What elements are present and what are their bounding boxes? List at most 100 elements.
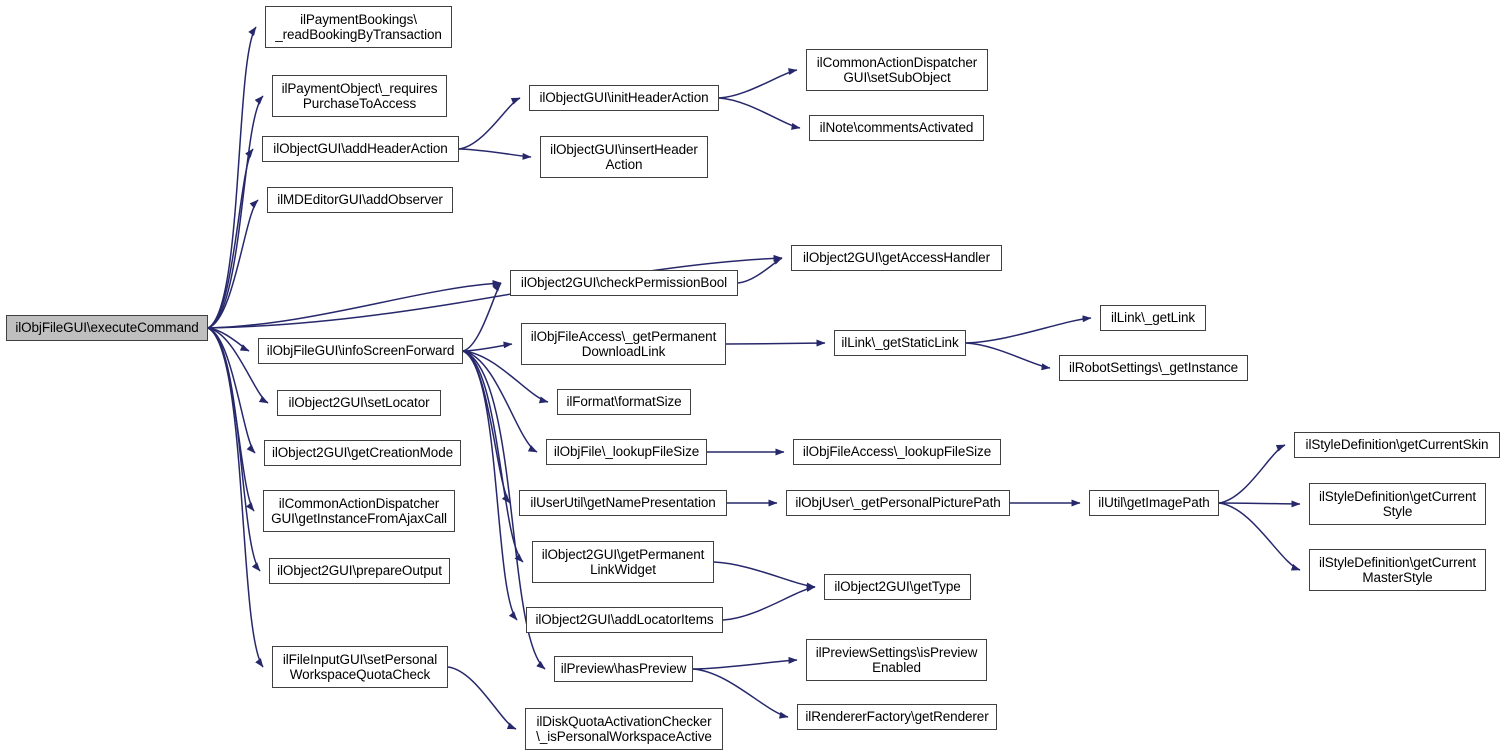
graph-node-label: ilObject2GUI\checkPermissionBool xyxy=(520,275,728,291)
graph-node-getInstanceRobot[interactable]: ilRobotSettings\_getInstance xyxy=(1059,355,1248,381)
graph-node-label: ilDiskQuotaActivationChecker \_isPersona… xyxy=(536,713,712,744)
graph-node-getAccessHandler[interactable]: ilObject2GUI\getAccessHandler xyxy=(791,245,1002,271)
graph-node-label: ilFileInputGUI\setPersonal WorkspaceQuot… xyxy=(282,651,438,682)
graph-node-setSubObject[interactable]: ilCommonActionDispatcher GUI\setSubObjec… xyxy=(806,49,988,91)
graph-edge-hasPreview-to-getRenderer xyxy=(692,668,789,719)
graph-node-setLocator[interactable]: ilObject2GUI\setLocator xyxy=(277,390,441,416)
graph-node-label: ilObject2GUI\getPermanent LinkWidget xyxy=(541,546,705,577)
graph-edge-executeCommand-to-setPersonalWorkspaceQuota xyxy=(207,327,264,668)
graph-node-label: ilObjUser\_getPersonalPicturePath xyxy=(795,495,1001,511)
graph-node-getStaticLink[interactable]: ilLink\_getStaticLink xyxy=(834,330,966,356)
graph-node-isPreviewEnabled[interactable]: ilPreviewSettings\isPreview Enabled xyxy=(806,639,987,681)
graph-edge-addLocatorItems-to-getType xyxy=(722,584,816,621)
graph-node-lookupFileSize[interactable]: ilObjFile\_lookupFileSize xyxy=(546,439,707,465)
graph-node-label: ilFormat\formatSize xyxy=(566,394,682,410)
graph-edge-setPersonalWorkspaceQuota-to-isPersonalWorkspaceActive xyxy=(447,666,517,730)
graph-node-insertHeaderAction[interactable]: ilObjectGUI\insertHeader Action xyxy=(540,136,708,178)
graph-edge-infoScreenForward-to-lookupFileSize xyxy=(462,350,538,453)
graph-node-label: ilObject2GUI\setLocator xyxy=(288,395,430,411)
graph-node-getLink[interactable]: ilLink\_getLink xyxy=(1100,305,1206,331)
graph-edge-getImagePath-to-getCurrentSkin xyxy=(1218,444,1286,504)
graph-node-addObserver[interactable]: ilMDEditorGUI\addObserver xyxy=(267,187,453,213)
graph-node-label: ilObject2GUI\getAccessHandler xyxy=(803,250,990,266)
graph-node-getCurrentStyle[interactable]: ilStyleDefinition\getCurrent Style xyxy=(1309,483,1486,525)
graph-node-label: ilCommonActionDispatcher GUI\setSubObjec… xyxy=(816,54,978,85)
graph-node-accessLookupFileSize[interactable]: ilObjFileAccess\_lookupFileSize xyxy=(793,439,1001,465)
graph-node-label: ilObjFileAccess\_getPermanent DownloadLi… xyxy=(530,328,717,359)
graph-node-addLocatorItems[interactable]: ilObject2GUI\addLocatorItems xyxy=(526,607,723,633)
graph-node-getType[interactable]: ilObject2GUI\getType xyxy=(824,574,971,600)
graph-edge-getImagePath-to-getCurrentStyle xyxy=(1218,500,1301,508)
graph-edge-executeCommand-to-getInstanceFromAjaxCall xyxy=(207,327,255,512)
graph-node-getPersonalPicturePath[interactable]: ilObjUser\_getPersonalPicturePath xyxy=(786,490,1010,516)
graph-node-getNamePresentation[interactable]: ilUserUtil\getNamePresentation xyxy=(519,490,727,516)
graph-edge-executeCommand-to-checkPermissionBool xyxy=(207,279,502,329)
graph-edge-infoScreenForward-to-getPermanentDownloadLink xyxy=(462,341,513,352)
graph-node-label: ilNote\commentsActivated xyxy=(819,120,974,136)
graph-node-hasPreview[interactable]: ilPreview\hasPreview xyxy=(554,656,693,682)
graph-node-prepareOutput[interactable]: ilObject2GUI\prepareOutput xyxy=(269,558,450,584)
graph-node-getCurrentSkin[interactable]: ilStyleDefinition\getCurrentSkin xyxy=(1294,432,1500,458)
graph-edge-executeCommand-to-addObserver xyxy=(207,199,259,329)
graph-node-label: ilLink\_getStaticLink xyxy=(841,335,959,351)
graph-node-label: ilObjectGUI\insertHeader Action xyxy=(550,141,698,172)
graph-edge-initHeaderAction-to-setSubObject xyxy=(718,68,798,99)
graph-edge-executeCommand-to-readBookingByTransaction xyxy=(207,26,257,329)
graph-node-label: ilRendererFactory\getRenderer xyxy=(805,709,989,725)
graph-node-executeCommand[interactable]: ilObjFileGUI\executeCommand xyxy=(6,315,208,341)
graph-edge-addHeaderAction-to-initHeaderAction xyxy=(458,97,521,150)
graph-edge-infoScreenForward-to-addLocatorItems xyxy=(462,350,518,621)
graph-edge-getPermanentDownloadLink-to-getStaticLink xyxy=(725,339,826,347)
graph-node-label: ilRobotSettings\_getInstance xyxy=(1068,360,1239,376)
graph-edge-executeCommand-to-addHeaderAction xyxy=(207,148,254,329)
graph-edge-infoScreenForward-to-checkPermissionBool xyxy=(462,282,502,352)
graph-node-requiresPurchaseToAccess[interactable]: ilPaymentObject\_requires PurchaseToAcce… xyxy=(272,75,447,117)
graph-edge-infoScreenForward-to-formatSize xyxy=(462,350,549,404)
graph-node-label: ilPreviewSettings\isPreview Enabled xyxy=(815,644,978,675)
graph-node-getPermanentLinkWidget[interactable]: ilObject2GUI\getPermanent LinkWidget xyxy=(532,541,714,583)
graph-node-infoScreenForward[interactable]: ilObjFileGUI\infoScreenForward xyxy=(258,338,463,364)
graph-node-getPermanentDownloadLink[interactable]: ilObjFileAccess\_getPermanent DownloadLi… xyxy=(521,323,726,365)
graph-node-getInstanceFromAjaxCall[interactable]: ilCommonActionDispatcher GUI\getInstance… xyxy=(263,490,455,532)
graph-node-readBookingByTransaction[interactable]: ilPaymentBookings\ _readBookingByTransac… xyxy=(265,6,452,48)
graph-node-commentsActivated[interactable]: ilNote\commentsActivated xyxy=(809,115,984,141)
graph-edge-initHeaderAction-to-commentsActivated xyxy=(718,97,801,130)
graph-node-label: ilUserUtil\getNamePresentation xyxy=(530,495,716,511)
graph-node-label: ilObjFileGUI\executeCommand xyxy=(15,320,199,336)
graph-node-isPersonalWorkspaceActive[interactable]: ilDiskQuotaActivationChecker \_isPersona… xyxy=(525,708,723,750)
graph-edge-addHeaderAction-to-insertHeaderAction xyxy=(458,148,532,160)
graph-node-label: ilPaymentObject\_requires PurchaseToAcce… xyxy=(281,80,438,111)
graph-node-formatSize[interactable]: ilFormat\formatSize xyxy=(557,389,691,415)
graph-node-label: ilUtil\getImagePath xyxy=(1098,495,1210,511)
graph-node-label: ilObjFileAccess\_lookupFileSize xyxy=(802,444,992,460)
graph-edge-executeCommand-to-setLocator xyxy=(207,327,269,404)
graph-node-checkPermissionBool[interactable]: ilObject2GUI\checkPermissionBool xyxy=(510,270,738,296)
graph-node-label: ilPaymentBookings\ _readBookingByTransac… xyxy=(275,11,442,42)
graph-edge-hasPreview-to-isPreviewEnabled xyxy=(692,656,798,670)
graph-node-label: ilStyleDefinition\getCurrentSkin xyxy=(1305,437,1489,453)
graph-node-getCreationMode[interactable]: ilObject2GUI\getCreationMode xyxy=(264,440,461,466)
graph-edge-executeCommand-to-requiresPurchaseToAccess xyxy=(207,95,264,329)
graph-node-label: ilMDEditorGUI\addObserver xyxy=(277,192,443,208)
graph-node-label: ilCommonActionDispatcher GUI\getInstance… xyxy=(271,495,447,526)
graph-node-getImagePath[interactable]: ilUtil\getImagePath xyxy=(1089,490,1219,516)
graph-node-label: ilStyleDefinition\getCurrent MasterStyle xyxy=(1318,554,1477,585)
graph-node-label: ilLink\_getLink xyxy=(1110,310,1196,326)
graph-edge-checkPermissionBool-to-getAccessHandler xyxy=(737,257,783,284)
graph-edge-getStaticLink-to-getInstanceRobot xyxy=(965,342,1051,371)
graph-node-label: ilObject2GUI\addLocatorItems xyxy=(535,612,714,628)
graph-node-getCurrentMasterStyle[interactable]: ilStyleDefinition\getCurrent MasterStyle xyxy=(1309,549,1486,591)
graph-node-label: ilObject2GUI\prepareOutput xyxy=(277,563,442,579)
graph-node-label: ilObject2GUI\getCreationMode xyxy=(271,445,454,461)
graph-node-initHeaderAction[interactable]: ilObjectGUI\initHeaderAction xyxy=(529,85,719,111)
graph-node-setPersonalWorkspaceQuota[interactable]: ilFileInputGUI\setPersonal WorkspaceQuot… xyxy=(272,646,448,688)
graph-node-addHeaderAction[interactable]: ilObjectGUI\addHeaderAction xyxy=(262,136,459,162)
graph-node-label: ilObject2GUI\getType xyxy=(834,579,961,595)
graph-node-label: ilObjectGUI\initHeaderAction xyxy=(539,90,709,106)
graph-node-getRenderer[interactable]: ilRendererFactory\getRenderer xyxy=(797,704,997,730)
graph-node-label: ilStyleDefinition\getCurrent Style xyxy=(1318,488,1477,519)
graph-node-label: ilObjectGUI\addHeaderAction xyxy=(273,141,448,157)
graph-node-label: ilPreview\hasPreview xyxy=(560,661,687,677)
